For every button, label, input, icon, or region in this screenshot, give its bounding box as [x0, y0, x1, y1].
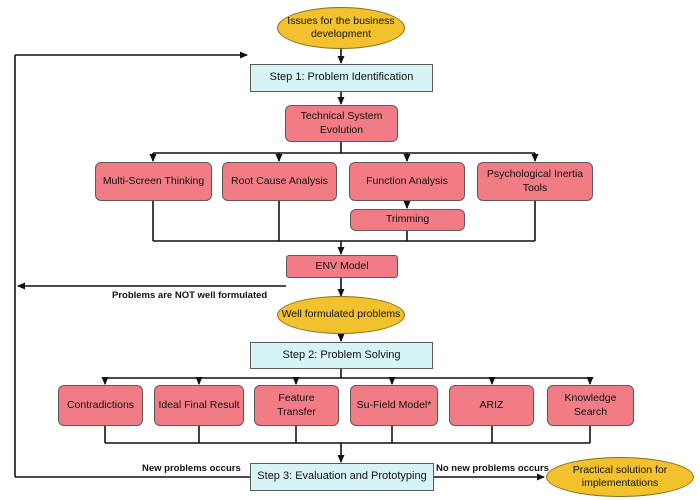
no-new-problems-label: No new problems occurs [436, 463, 549, 474]
psychological-inertia-tools-node: Psychological Inertia Tools [477, 162, 593, 201]
ideal-final-result-node: Ideal Final Result [154, 385, 244, 426]
step1-problem-identification: Step 1: Problem Identification [250, 64, 433, 92]
multi-screen-thinking-node: Multi-Screen Thinking [95, 162, 212, 201]
well-formulated-problems-node: Well formulated problems [277, 296, 405, 334]
knowledge-search-node: Knowledge Search [547, 385, 634, 426]
step2-problem-solving: Step 2: Problem Solving [250, 342, 433, 369]
practical-solution-node: Practical solution for implementations [546, 457, 694, 497]
technical-system-evolution-node: Technical System Evolution [285, 105, 398, 142]
ariz-node: ARIZ [449, 385, 534, 426]
su-field-model-node: Su-Field Model* [350, 385, 438, 426]
feature-transfer-node: Feature Transfer [254, 385, 339, 426]
trimming-node: Trimming [350, 209, 465, 231]
env-model-node: ENV Model [286, 255, 398, 278]
not-well-formulated-label: Problems are NOT well formulated [112, 290, 268, 301]
step3-evaluation-prototyping: Step 3: Evaluation and Prototyping [250, 463, 434, 491]
root-cause-analysis-node: Root Cause Analysis [222, 162, 337, 201]
function-analysis-node: Function Analysis [349, 162, 465, 201]
contradictions-node: Contradictions [58, 385, 143, 426]
start-issues-node: Issues for the business development [277, 7, 405, 49]
new-problems-label: New problems occurs [142, 463, 241, 474]
